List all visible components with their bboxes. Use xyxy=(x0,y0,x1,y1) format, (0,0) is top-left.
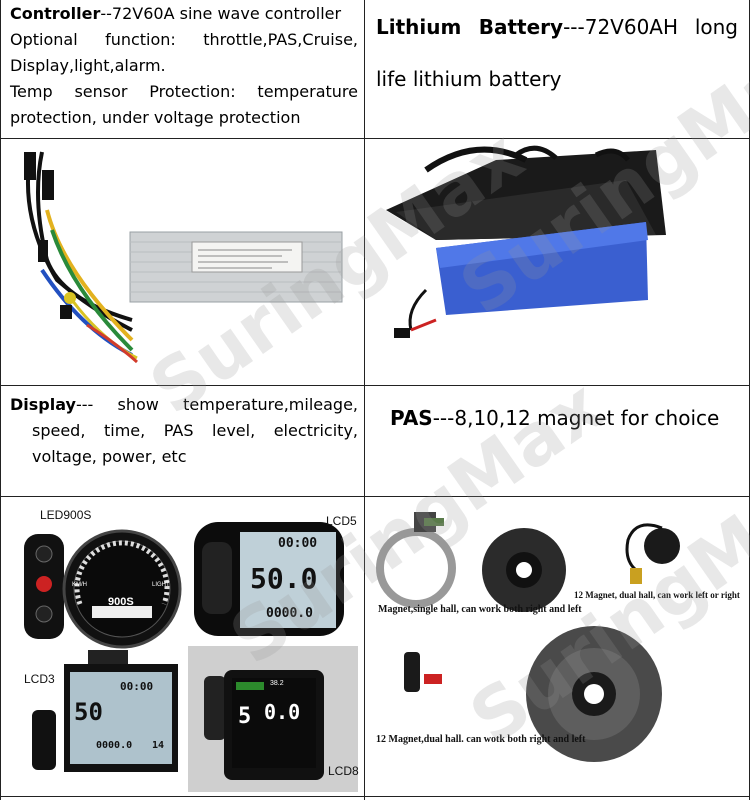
row-divider-3 xyxy=(0,496,750,497)
display-line2: speed, time, PAS level, electricity, xyxy=(32,421,358,440)
row-divider-2 xyxy=(0,385,750,386)
lcd5-odo: 0000.0 xyxy=(266,606,313,621)
pas-caption-2: 12 Magnet, dual hall, can work left or r… xyxy=(574,590,740,600)
pas-heading: PAS xyxy=(390,406,433,430)
pas-caption-1: Magnet,single hall, can work both right … xyxy=(378,604,582,615)
display-heading: Display xyxy=(10,395,76,414)
lcd3-speed: 50 xyxy=(74,698,103,726)
pas-text: ---8,10,12 magnet for choice xyxy=(432,406,720,430)
led900s-model: 900S xyxy=(108,596,134,608)
lcd3-odo: 0000.0 xyxy=(96,740,133,751)
displays-photo: LED900S 900S KM/H LIGHT L xyxy=(2,498,362,794)
table-border-middle xyxy=(364,0,365,800)
battery-line2: life lithium battery xyxy=(376,67,562,91)
lcd5-display: LCD5 00:00 50.0 0000.0 xyxy=(192,514,357,640)
battery-line1: ---72V60AH long xyxy=(563,15,738,39)
led900s-display: LED900S 900S KM/H LIGHT xyxy=(22,508,182,664)
lcd5-speed: 50.0 xyxy=(250,562,318,595)
lcd5-time: 00:00 xyxy=(278,536,318,551)
lcd3-time: 00:00 xyxy=(120,680,154,693)
lcd5-label: LCD5 xyxy=(326,514,357,528)
led900s-speed-unit: KM/H xyxy=(72,582,87,588)
lcd3-display: LCD3 00:00 50 0000.0 14 xyxy=(24,660,182,776)
controller-line3: Display,light,alarm. xyxy=(10,56,166,75)
pas-caption-3: 12 Magnet,dual hall. can wotk both right… xyxy=(376,734,586,745)
lcd3-label: LCD3 xyxy=(24,672,55,686)
display-line1: --- show temperature,mileage, xyxy=(75,395,358,414)
battery-photo xyxy=(366,140,748,384)
lcd8-speed: 0.0 xyxy=(264,700,301,724)
lcd8-level: 5 xyxy=(238,704,252,729)
led900s-light: LIGHT xyxy=(152,582,170,588)
pas-cell: PAS---8,10,12 magnet for choice xyxy=(390,404,719,432)
controller-line2: Optional function: throttle,PAS,Cruise, xyxy=(10,30,358,49)
display-cell: Display--- show temperature,mileage, spe… xyxy=(10,392,358,470)
display-line3: voltage, power, etc xyxy=(32,447,187,466)
table-border-left xyxy=(0,0,1,800)
led900s-label: LED900S xyxy=(40,508,92,522)
controller-cell: Controller--72V60A sine wave controller … xyxy=(10,1,358,131)
controller-heading: Controller xyxy=(10,4,101,23)
battery-cell: Lithium Battery---72V60AH long life lith… xyxy=(376,10,738,96)
lcd3-small: 14 xyxy=(152,740,165,751)
battery-heading: Lithium Battery xyxy=(376,15,564,39)
controller-photo xyxy=(2,140,362,384)
controller-line4: Temp sensor Protection: temperature xyxy=(10,82,358,101)
lcd8-label: LCD8 xyxy=(328,764,359,778)
pas-sensors-photo: Magnet,single hall, can work both right … xyxy=(366,498,748,794)
lcd8-display: 38.2 5 0.0 LCD8 xyxy=(188,646,359,792)
row-divider-4 xyxy=(0,796,750,797)
controller-line1: --72V60A sine wave controller xyxy=(100,4,342,23)
lcd8-voltage: 38.2 xyxy=(270,680,284,687)
row-divider-1 xyxy=(0,138,750,139)
controller-line5: protection, under voltage protection xyxy=(10,108,301,127)
